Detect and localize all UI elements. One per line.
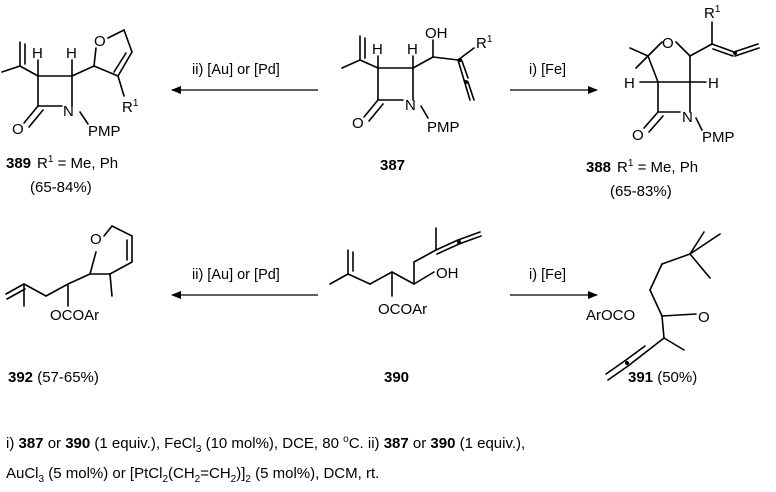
atom-N: N [682,109,693,126]
compound-label-392: 392 (57-65%) [8,369,99,386]
yield-388: (65-83%) [610,183,672,200]
atom-O: O [94,33,106,50]
atom-O: O [12,121,24,138]
structure-390: OH OCOAr 390 [329,227,482,386]
structure-392: O OCOAr 392 (57-65%) [5,225,133,386]
atom-OH: OH [425,25,448,42]
reagent-label-fe: i) [Fe] [529,62,566,78]
substituent-R1: R1 [476,34,493,52]
reagent-label-fe: i) [Fe] [529,267,566,283]
structure-387: H H OH N PMP O R1 387 [341,25,493,174]
atom-H: H [32,45,43,62]
atom-H: H [372,41,383,58]
conditions-footnote: i) 387 or 390 (1 equiv.), FeCl3 (10 mol%… [6,428,770,492]
atom-H: H [407,41,418,58]
atom-O: O [698,309,710,326]
atom-PMP: PMP [427,119,460,136]
atom-ArOCO: ArOCO [586,307,635,324]
atom-N: N [63,103,74,120]
atom-O: O [662,35,674,52]
atom-O: O [352,115,364,132]
atom-OH: OH [436,265,459,282]
substituent-R1: R1 [704,4,721,22]
atom-H: H [624,75,635,92]
substituent-R1: R1 [122,98,139,116]
atom-PMP: PMP [702,129,735,146]
atom-H: H [66,45,77,62]
compound-label-391: 391 (50%) [628,369,697,386]
reagent-label-au-pd: ii) [Au] or [Pd] [192,267,280,283]
footnote-line-2: AuCl3 (5 mol%) or [PtCl2(CH2=CH2)]2 (5 m… [6,465,380,485]
atom-O: O [632,127,644,144]
atom-H: H [708,75,719,92]
atom-OCOAr: OCOAr [50,307,99,324]
atom-OCOAr: OCOAr [378,301,427,318]
reagent-label-au-pd: ii) [Au] or [Pd] [192,62,280,78]
compound-label-387: 387 [380,157,405,174]
atom-PMP: PMP [88,123,121,140]
structure-391: O ArOCO 391 (50%) [586,231,721,386]
compound-label-390: 390 [384,369,409,386]
atom-O: O [90,231,102,248]
footnote-line-1: i) 387 or 390 (1 equiv.), FeCl3 (10 mol%… [6,434,526,455]
atom-N: N [405,97,416,114]
yield-389: (65-84%) [30,179,92,196]
